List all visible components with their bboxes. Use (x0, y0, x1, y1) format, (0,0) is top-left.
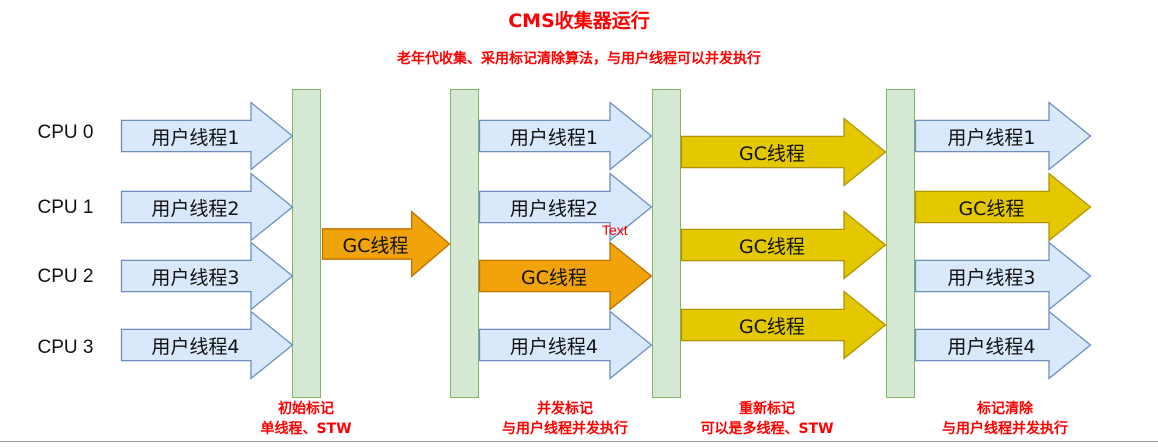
arrow-label: 用户线程1 (947, 126, 1036, 149)
cpu-label-1: CPU 1 (37, 197, 94, 218)
arrow-shape (680, 117, 887, 187)
arrow-shape (321, 210, 451, 278)
arrow-label: 用户线程1 (151, 126, 240, 149)
phase-bar-sweep (886, 89, 915, 398)
arrow-gc-thread-initial-mark: GC线程 (321, 210, 451, 278)
cpu-label-2: CPU 2 (37, 266, 94, 287)
phase-name: 并发标记 (537, 401, 593, 417)
arrow-shape (680, 290, 887, 360)
arrow-user-thread-cpu0-seg3: 用户线程1 (478, 101, 653, 171)
arrow-label: 用户线程1 (509, 126, 598, 149)
phase-label-concurrent-mark: 并发标记 与用户线程并发执行 (465, 399, 665, 439)
arrow-gc-thread-cpu2-concurrent-mark: GC线程 (478, 241, 653, 311)
arrow-label: 用户线程4 (947, 335, 1036, 358)
arrow-shape (914, 310, 1092, 380)
cpu-label-3: CPU 3 (37, 337, 94, 358)
phase-detail: 与用户线程并发执行 (502, 421, 628, 437)
phase-detail: 单线程、STW (260, 421, 352, 437)
phase-detail: 可以是多线程、STW (700, 421, 834, 437)
arrow-shape (680, 210, 887, 280)
arrow-label: GC线程 (520, 266, 587, 289)
arrow-shape (478, 310, 653, 380)
arrow-user-thread-cpu2-seg5: 用户线程3 (914, 241, 1092, 311)
arrow-label: GC线程 (738, 315, 805, 338)
arrow-shape (478, 172, 653, 242)
arrow-shape (120, 101, 294, 171)
phase-label-sweep: 标记清除 与用户线程并发执行 (905, 399, 1105, 439)
arrow-gc-thread-remark-1: GC线程 (680, 117, 887, 187)
arrow-label: 用户线程4 (509, 335, 598, 358)
phase-bar-initial-mark (292, 89, 321, 398)
arrow-user-thread-cpu2-seg1: 用户线程3 (120, 241, 294, 311)
arrow-gc-thread-remark-3: GC线程 (680, 290, 887, 360)
arrow-shape (914, 101, 1092, 171)
arrow-user-thread-cpu3-seg1: 用户线程4 (120, 310, 294, 380)
arrow-shape (914, 241, 1092, 311)
arrow-label: 用户线程3 (151, 266, 240, 289)
arrow-shape (120, 241, 294, 311)
arrow-shape (120, 172, 294, 242)
arrow-user-thread-cpu3-seg5: 用户线程4 (914, 310, 1092, 380)
arrow-user-thread-cpu1-seg3: 用户线程2 (478, 172, 653, 242)
stray-text-label: Text (602, 222, 628, 238)
diagram-title: CMS收集器运行 (508, 10, 650, 32)
phase-label-initial-mark: 初始标记 单线程、STW (206, 399, 406, 439)
arrow-label: 用户线程4 (151, 335, 240, 358)
arrow-label: 用户线程2 (151, 197, 240, 220)
arrow-gc-thread-remark-2: GC线程 (680, 210, 887, 280)
phase-bar-concurrent-mark (450, 89, 479, 398)
diagram-subtitle: 老年代收集、采用标记清除算法，与用户线程可以并发执行 (397, 51, 761, 67)
phase-detail: 与用户线程并发执行 (942, 421, 1068, 437)
arrow-shape (478, 241, 653, 311)
arrow-user-thread-cpu0-seg1: 用户线程1 (120, 101, 294, 171)
phase-name: 标记清除 (977, 401, 1033, 417)
arrow-shape (914, 172, 1092, 242)
arrow-label: 用户线程3 (947, 266, 1036, 289)
arrow-gc-thread-cpu1-sweep: GC线程 (914, 172, 1092, 242)
phase-name: 初始标记 (278, 401, 334, 417)
arrow-label: GC线程 (958, 197, 1025, 220)
bottom-divider (0, 441, 1158, 442)
arrow-shape (120, 310, 294, 380)
arrow-label: GC线程 (342, 234, 409, 257)
arrow-label: 用户线程2 (509, 197, 598, 220)
arrow-user-thread-cpu3-seg3: 用户线程4 (478, 310, 653, 380)
arrow-label: GC线程 (738, 142, 805, 165)
phase-label-remark: 重新标记 可以是多线程、STW (667, 399, 867, 439)
arrow-user-thread-cpu1-seg1: 用户线程2 (120, 172, 294, 242)
cpu-label-0: CPU 0 (37, 122, 94, 143)
arrow-label: GC线程 (738, 235, 805, 258)
phase-bar-remark (652, 89, 681, 398)
arrow-shape (478, 101, 653, 171)
arrow-user-thread-cpu0-seg5: 用户线程1 (914, 101, 1092, 171)
phase-name: 重新标记 (739, 401, 795, 417)
